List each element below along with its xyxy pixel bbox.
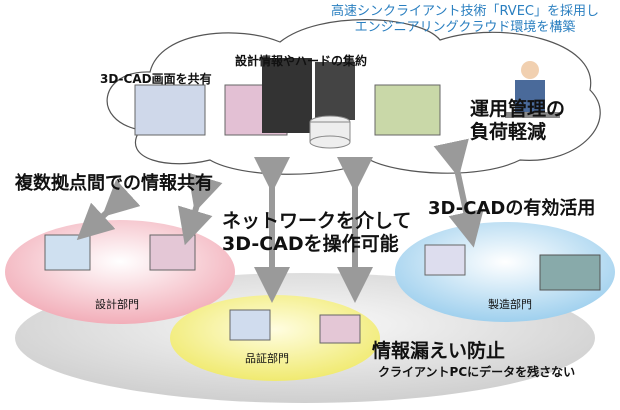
page-title: 高速シンクライアント技術「RVEC」を採用し エンジニアリングクラウド環境を構築 bbox=[320, 4, 610, 36]
network-callout: ネットワークを介して 3D-CADを操作可能 bbox=[222, 210, 411, 256]
network-line-2: 3D-CADを操作可能 bbox=[222, 233, 399, 255]
leak-prevention-callout: 情報漏えい防止 bbox=[372, 340, 506, 362]
effective-use-callout: 3D-CADの有効活用 bbox=[428, 198, 596, 219]
dept-manufacturing-label: 製造部門 bbox=[488, 298, 532, 311]
ops-line-2: 負荷軽減 bbox=[470, 121, 547, 143]
connection-arrows bbox=[76, 138, 484, 303]
ops-callout: 運用管理の 負荷軽減 bbox=[470, 98, 565, 144]
title-line-2: エンジニアリングクラウド環境を構築 bbox=[354, 20, 576, 35]
network-line-1: ネットワークを介して bbox=[222, 210, 412, 232]
dept-quality-label: 品証部門 bbox=[245, 352, 289, 365]
leak-prevention-sub: クライアントPCにデータを残さない bbox=[378, 365, 576, 379]
dept-design-label: 設計部門 bbox=[95, 298, 139, 311]
multi-site-callout: 複数拠点間での情報共有 bbox=[15, 173, 213, 194]
shared-screens bbox=[134, 58, 560, 149]
share-screen-label: 3D-CAD画面を共有 bbox=[100, 72, 212, 86]
ops-line-1: 運用管理の bbox=[470, 98, 566, 120]
consolidate-label: 設計情報やハードの集約 bbox=[235, 54, 368, 68]
title-line-1: 高速シンクライアント技術「RVEC」を採用し bbox=[331, 4, 599, 19]
dept-figures bbox=[44, 234, 601, 344]
